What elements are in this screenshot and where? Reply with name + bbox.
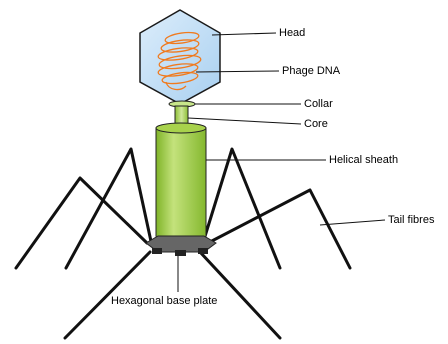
leader-core	[188, 118, 301, 124]
helical-sheath	[156, 123, 206, 241]
tail-fibre-left-outer	[16, 178, 147, 268]
tail-fibres-label: Tail fibres	[388, 214, 434, 226]
tail-fibre-right-inner	[202, 149, 280, 268]
core-label: Core	[304, 118, 328, 130]
tail-fibre-right-outer	[208, 190, 350, 268]
tail-fibre-left-inner	[66, 149, 152, 268]
base-plate-label: Hexagonal base plate	[111, 295, 217, 307]
leader-head	[212, 33, 276, 35]
head-label: Head	[279, 27, 305, 39]
helical-sheath-label: Helical sheath	[329, 154, 398, 166]
hexagonal-base-plate	[146, 236, 216, 256]
leader-tail-fibres	[320, 220, 385, 225]
collar-label: Collar	[304, 98, 333, 110]
phage-dna-label: Phage DNA	[282, 65, 340, 77]
